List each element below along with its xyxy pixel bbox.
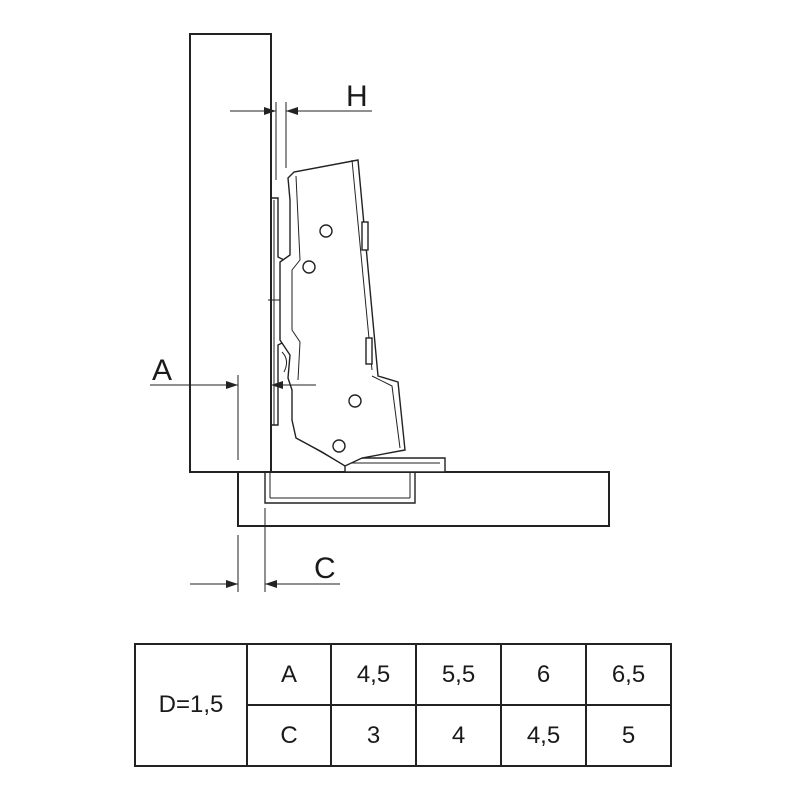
hinge-cup (264, 472, 416, 504)
rivet-1 (319, 224, 333, 238)
table-cell: 4,5 (500, 704, 587, 767)
d-value-cell: D=1,5 (134, 643, 248, 767)
hinge-arm (279, 159, 406, 467)
table-cell: 4,5 (330, 643, 417, 706)
table-cell: 3 (330, 704, 417, 767)
door-panel (237, 471, 610, 527)
table-row: D=1,5 A 4,5 5,5 6 6,5 (134, 643, 672, 767)
table-cell: 6,5 (585, 643, 672, 706)
row-key-c: C (246, 704, 332, 767)
rivet-4 (332, 439, 346, 453)
spec-table: D=1,5 A 4,5 5,5 6 6,5 C 3 4 4,5 5 (134, 643, 672, 767)
table-row: C 3 4 4,5 5 (135, 704, 672, 767)
table-cell: 5 (585, 704, 672, 767)
rivet-3 (348, 394, 362, 408)
row-key-a: A (246, 643, 332, 706)
cabinet-side-panel (189, 33, 272, 473)
label-a: A (152, 354, 172, 387)
cup-flange (344, 457, 446, 473)
rivet-2 (302, 260, 316, 274)
hinge-diagram: H A C (150, 33, 610, 592)
table-cell: 6 (500, 643, 587, 706)
label-h: H (346, 80, 368, 113)
label-c: C (314, 552, 336, 585)
table-cell: 4 (415, 704, 502, 767)
table-cell: 5,5 (415, 643, 502, 706)
